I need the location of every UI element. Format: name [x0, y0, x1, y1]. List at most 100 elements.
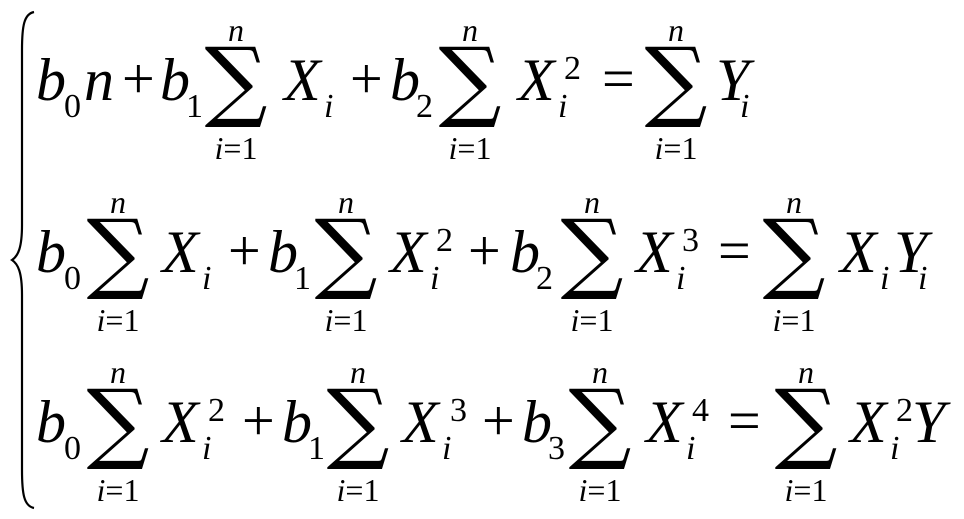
plus-sign: + [350, 46, 383, 111]
sum-lower-limit: i=1 [578, 472, 622, 508]
index-subscript: i [442, 430, 452, 467]
sigma-symbol: ∑ [86, 370, 150, 473]
sigma-symbol: ∑ [568, 370, 632, 473]
sigma-symbol: ∑ [438, 28, 502, 131]
sum-lower-limit: i=1 [772, 302, 816, 338]
coef-b: b [160, 47, 190, 113]
sum-upper-limit: n [228, 12, 244, 48]
sum-upper-limit: n [110, 184, 126, 220]
equals-sign: = [602, 46, 635, 111]
index-subscript: i [676, 260, 686, 297]
coef-subscript: 2 [536, 260, 553, 297]
sigma-symbol: ∑ [560, 200, 624, 303]
power-superscript: 2 [896, 392, 913, 429]
summation: n ∑ i=1 [568, 356, 632, 506]
plus-sign: + [122, 46, 155, 111]
sum-lower-limit: i=1 [654, 130, 698, 166]
sum-upper-limit: n [798, 354, 814, 390]
var-x: X [646, 389, 683, 455]
coef-b: b [36, 219, 66, 285]
sigma-symbol: ∑ [644, 28, 708, 131]
summation: n ∑ i=1 [644, 14, 708, 164]
sum-lower-limit: i=1 [448, 130, 492, 166]
var-x: X [636, 219, 673, 285]
sum-upper-limit: n [592, 354, 608, 390]
coef-b: b [268, 219, 298, 285]
coef-b: b [36, 389, 66, 455]
index-subscript: i [202, 430, 212, 467]
summation: n ∑ i=1 [560, 186, 624, 336]
left-brace [10, 10, 35, 510]
summation: n ∑ i=1 [762, 186, 826, 336]
plus-sign: + [482, 388, 515, 453]
summation: n ∑ i=1 [204, 14, 268, 164]
sum-upper-limit: n [338, 184, 354, 220]
sum-upper-limit: n [462, 12, 478, 48]
summation: n ∑ i=1 [774, 356, 838, 506]
var-y: Y [716, 47, 750, 113]
coef-subscript: 1 [308, 430, 325, 467]
coef-subscript: 0 [64, 88, 81, 125]
coef-b: b [36, 47, 66, 113]
var-y: Y [894, 219, 928, 285]
sigma-symbol: ∑ [762, 200, 826, 303]
power-superscript: 4 [692, 392, 709, 429]
index-subscript: i [686, 430, 696, 467]
index-subscript: i [918, 260, 928, 297]
summation: n ∑ i=1 [326, 356, 390, 506]
summation: n ∑ i=1 [314, 186, 378, 336]
index-subscript: i [740, 88, 750, 125]
var-x: X [390, 219, 427, 285]
sum-lower-limit: i=1 [570, 302, 614, 338]
var-x: X [284, 47, 321, 113]
sigma-symbol: ∑ [204, 28, 268, 131]
coef-subscript: 1 [294, 260, 311, 297]
var-y: Y [912, 389, 946, 455]
var-x: X [162, 389, 199, 455]
coef-subscript: 2 [416, 88, 433, 125]
coef-subscript: 0 [64, 260, 81, 297]
index-subscript: i [558, 88, 568, 125]
var-x: X [518, 47, 555, 113]
index-subscript: i [202, 260, 212, 297]
var-x: X [402, 389, 439, 455]
var-x: X [850, 389, 887, 455]
sum-upper-limit: n [110, 354, 126, 390]
sigma-symbol: ∑ [774, 370, 838, 473]
sum-lower-limit: i=1 [214, 130, 258, 166]
sum-lower-limit: i=1 [784, 472, 828, 508]
sigma-symbol: ∑ [314, 200, 378, 303]
power-superscript: 3 [682, 222, 699, 259]
coef-b: b [510, 219, 540, 285]
index-subscript: i [890, 430, 900, 467]
plus-sign: + [242, 388, 275, 453]
summation: n ∑ i=1 [438, 14, 502, 164]
summation: n ∑ i=1 [86, 186, 150, 336]
coef-subscript: 3 [548, 430, 565, 467]
var-x: X [162, 219, 199, 285]
sum-upper-limit: n [668, 12, 684, 48]
plus-sign: + [468, 218, 501, 283]
index-subscript: i [880, 260, 890, 297]
index-subscript: i [324, 88, 334, 125]
equals-sign: = [728, 388, 761, 453]
sigma-symbol: ∑ [86, 200, 150, 303]
power-superscript: 2 [208, 392, 225, 429]
power-superscript: 3 [450, 392, 467, 429]
coef-b: b [390, 47, 420, 113]
plus-sign: + [228, 218, 261, 283]
sum-lower-limit: i=1 [96, 302, 140, 338]
var-x: X [840, 219, 877, 285]
coef-b: b [282, 389, 312, 455]
sigma-symbol: ∑ [326, 370, 390, 473]
sum-lower-limit: i=1 [96, 472, 140, 508]
power-superscript: 2 [564, 50, 581, 87]
var-n: n [84, 47, 114, 113]
coef-subscript: 1 [186, 88, 203, 125]
sum-upper-limit: n [584, 184, 600, 220]
sum-upper-limit: n [350, 354, 366, 390]
sum-lower-limit: i=1 [324, 302, 368, 338]
coef-b: b [522, 389, 552, 455]
index-subscript: i [430, 260, 440, 297]
